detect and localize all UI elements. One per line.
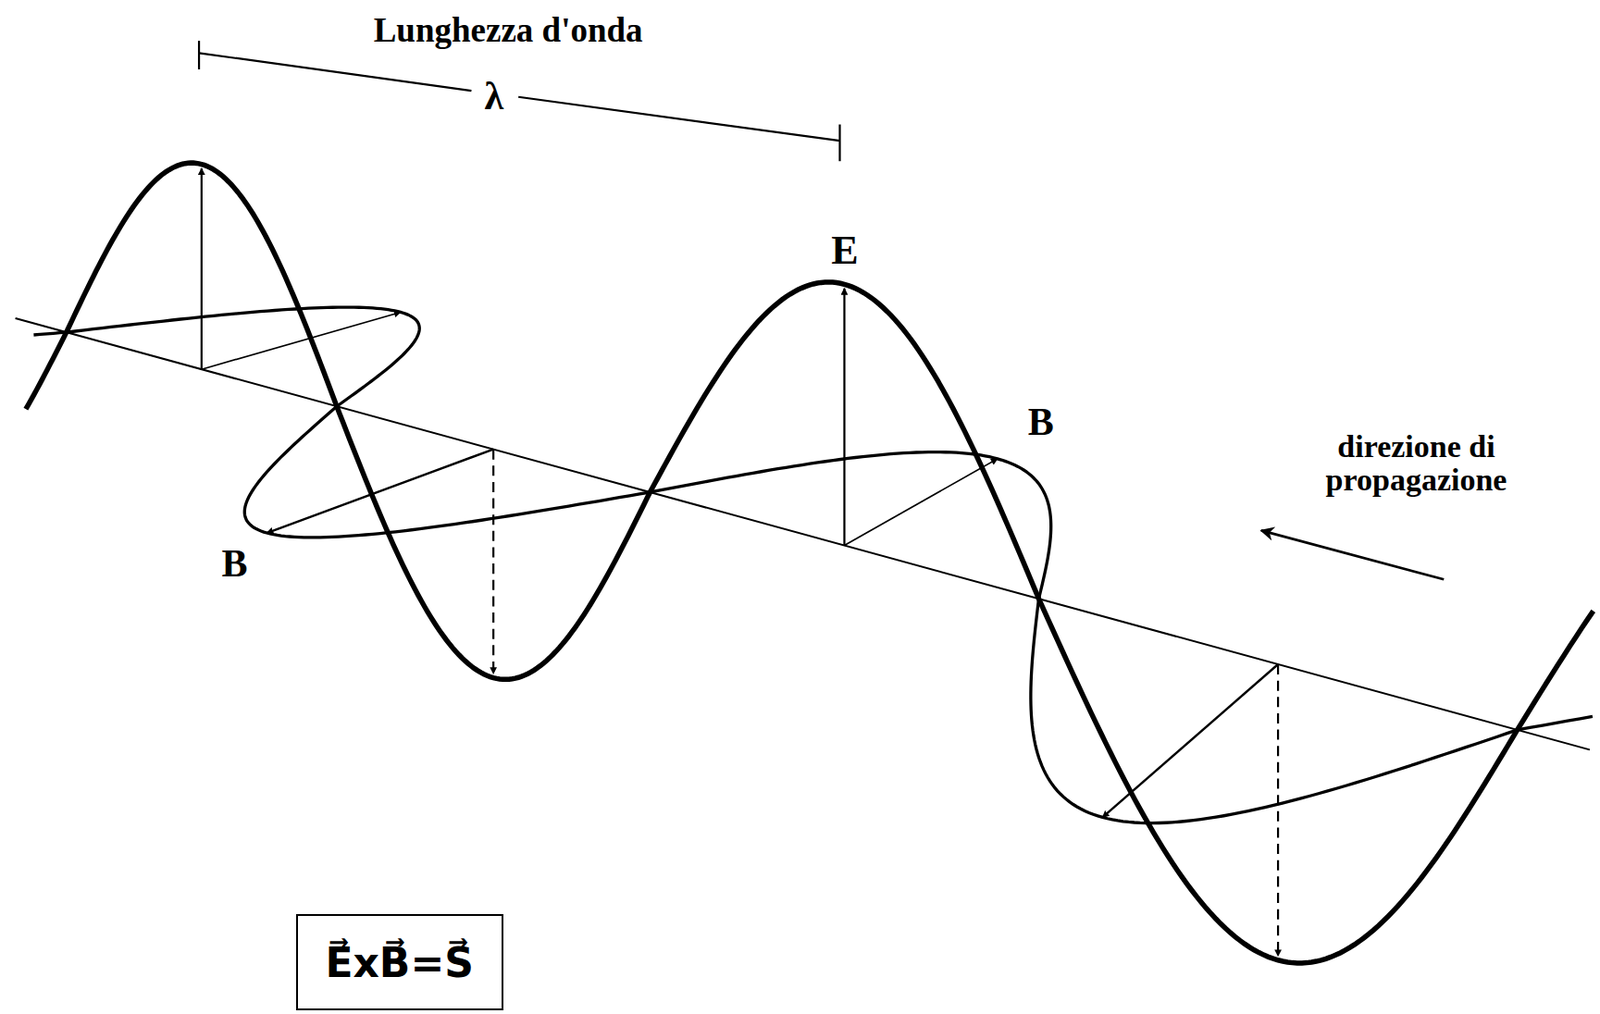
field-label: B	[219, 543, 251, 584]
lambda-symbol: λ	[481, 75, 507, 117]
direction-note: direzione di propagazione	[1280, 430, 1552, 497]
field-label: B	[1025, 401, 1057, 443]
e-vector	[492, 449, 495, 675]
b-vector	[1102, 664, 1278, 818]
b-field-curve	[33, 307, 1593, 824]
propagation-arrow	[1261, 530, 1444, 580]
propagation-axis	[15, 318, 1590, 750]
formula-text: E⃗xB⃗=S⃗	[324, 936, 474, 990]
b-vector	[266, 449, 494, 534]
wavelength-bracket	[198, 40, 840, 162]
wavelength-title: Lunghezza d'onda	[371, 12, 646, 50]
e-vector	[200, 168, 203, 370]
e-vector	[843, 288, 845, 546]
e-vector	[1277, 664, 1279, 956]
field-vectors	[201, 168, 1278, 956]
axis-line	[15, 318, 1590, 750]
formula-box: E⃗xB⃗=S⃗	[296, 914, 504, 1011]
field-label: E	[828, 229, 861, 273]
b-vector	[843, 458, 997, 546]
magnetic-wave	[33, 307, 1593, 824]
electric-wave	[25, 162, 1594, 964]
b-vector	[201, 311, 401, 370]
e-field-curve	[25, 162, 1594, 964]
